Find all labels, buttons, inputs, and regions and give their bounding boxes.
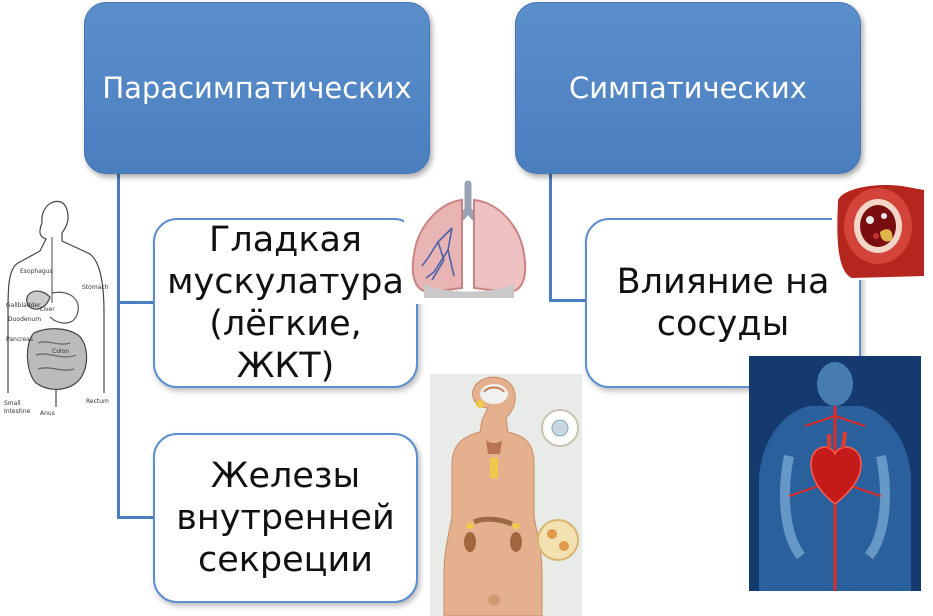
svg-text:Small: Small [4,400,21,407]
smooth-muscle-box: Гладкая мускулатура (лёгкие, ЖКТ) [153,218,418,388]
svg-text:Stomach: Stomach [82,284,109,291]
sympathetic-header: Симпатических [515,2,861,174]
svg-text:Anus: Anus [40,410,55,417]
endocrine-model-icon [430,374,582,616]
svg-text:Gallbladder: Gallbladder [6,302,41,309]
svg-text:Intestine: Intestine [4,408,31,415]
parasympathetic-header: Парасимпатических [84,2,430,174]
svg-text:Liver: Liver [40,306,55,313]
endocrine-glands-box: Железы внутренней секреции [153,433,418,603]
connector-right-vertical [549,172,552,302]
heart-circulation-icon [749,356,921,591]
connector-right-1 [549,299,586,302]
vessels-influence-box: Влияние на сосуды [585,218,861,388]
svg-text:Rectum: Rectum [86,398,109,405]
svg-text:Duodenum: Duodenum [8,316,41,323]
connector-left-vertical [117,172,120,519]
connector-left-1 [117,301,154,304]
digestive-system-icon: Esophagus Stomach Gallbladder Liver Duod… [4,200,109,417]
svg-text:Pancreas: Pancreas [6,336,33,343]
svg-text:Colon: Colon [52,348,69,355]
connector-left-2 [117,516,154,519]
blood-vessel-icon [832,182,928,280]
lungs-icon [404,180,534,304]
svg-text:Esophagus: Esophagus [20,268,53,275]
